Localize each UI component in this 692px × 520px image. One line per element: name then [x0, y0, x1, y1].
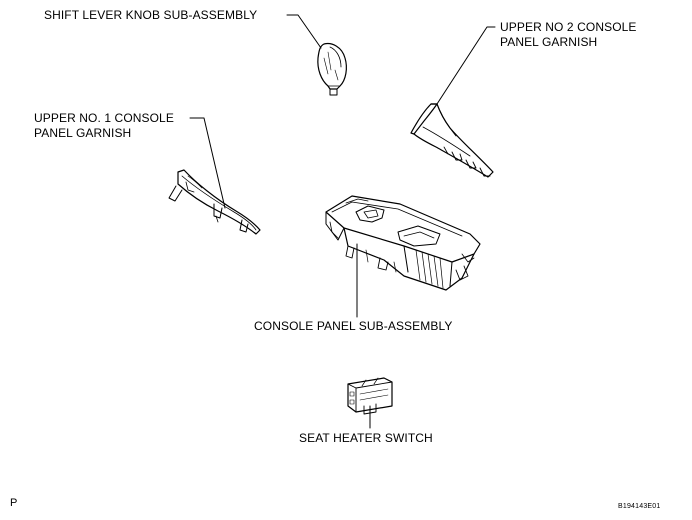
figure-code: B194143E01: [618, 503, 661, 510]
label-seat-heater-switch: SEAT HEATER SWITCH: [299, 431, 433, 446]
upper-no2-console-panel-garnish: [410, 103, 494, 178]
label-upper-no2-console-panel-garnish: UPPER NO 2 CONSOLE PANEL GARNISH: [500, 20, 637, 50]
console-panel-sub-assembly: [325, 195, 481, 291]
label-console-panel-sub-assembly: CONSOLE PANEL SUB-ASSEMBLY: [254, 319, 452, 334]
label-upper-no2-line1: UPPER NO 2 CONSOLE: [500, 20, 637, 34]
corner-mark: P: [10, 497, 18, 509]
shift-lever-knob: [317, 42, 347, 96]
seat-heater-switch: [347, 377, 393, 415]
upper-no1-console-panel-garnish: [168, 169, 261, 235]
label-seat-heater-text: SEAT HEATER SWITCH: [299, 431, 433, 445]
leader-lines: [189, 14, 496, 429]
label-upper-no1-console-panel-garnish: UPPER NO. 1 CONSOLE PANEL GARNISH: [34, 111, 174, 141]
leader-upper-no2: [436, 26, 496, 105]
label-upper-no2-line2: PANEL GARNISH: [500, 35, 598, 49]
leader-upper-no1: [189, 117, 226, 209]
label-upper-no1-line2: PANEL GARNISH: [34, 126, 132, 140]
leader-shift-knob: [286, 14, 322, 49]
label-shift-lever-knob-text: SHIFT LEVER KNOB SUB-ASSEMBLY: [44, 8, 258, 22]
label-shift-lever-knob: SHIFT LEVER KNOB SUB-ASSEMBLY: [44, 8, 257, 23]
label-console-panel-text: CONSOLE PANEL SUB-ASSEMBLY: [254, 319, 453, 333]
label-upper-no1-line1: UPPER NO. 1 CONSOLE: [34, 111, 174, 125]
